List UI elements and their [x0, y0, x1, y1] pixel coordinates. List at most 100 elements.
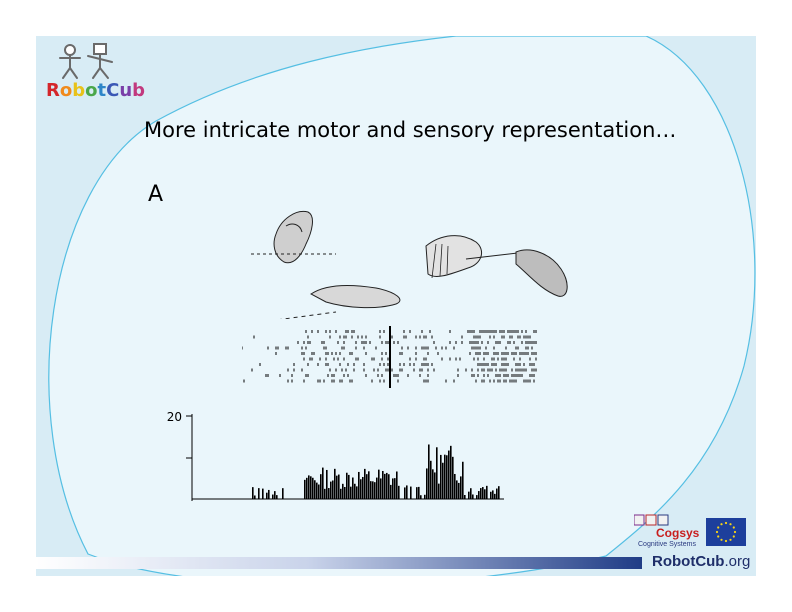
histogram-bar: [324, 488, 326, 499]
histogram-bar: [312, 477, 314, 499]
eu-flag-icon: [706, 518, 746, 546]
histogram-bar: [282, 488, 284, 499]
histogram-bar: [438, 483, 440, 499]
histogram-bar: [358, 471, 360, 499]
histogram-bar: [384, 473, 386, 499]
histogram-bar: [334, 468, 336, 499]
histogram-bar: [252, 487, 254, 499]
histogram-bar: [496, 488, 498, 499]
footer-brand-suffix: .org: [724, 553, 751, 570]
histogram-bar: [416, 487, 418, 499]
eu-star-icon: [732, 535, 735, 538]
histogram-bar: [386, 472, 388, 499]
histogram-bar: [440, 454, 442, 499]
histogram-bar: [454, 473, 456, 499]
panel-label: A: [148, 182, 164, 207]
histogram-bar: [468, 491, 470, 499]
eu-star-icon: [729, 523, 732, 526]
histogram-bar: [476, 495, 478, 499]
slide-title: More intricate motor and sensory represe…: [144, 118, 677, 142]
logo-letter: R: [46, 80, 60, 101]
histogram-bar: [276, 495, 278, 499]
footer-bar: [36, 557, 642, 569]
histogram-bar: [340, 488, 342, 499]
histogram-bar: [444, 454, 446, 499]
logo-letter: b: [72, 80, 86, 101]
histogram-bar: [366, 474, 368, 499]
histogram-bar: [430, 460, 432, 499]
histogram-bar: [316, 482, 318, 499]
histogram-bar: [406, 485, 408, 499]
histogram-bar: [272, 494, 274, 499]
histogram-bar: [338, 474, 340, 499]
histogram-bar: [478, 491, 480, 499]
eu-star-icon: [717, 535, 720, 538]
histogram-bar: [446, 455, 448, 499]
histogram-bar: [360, 479, 362, 499]
logo-letter: o: [59, 80, 73, 101]
eu-star-icon: [724, 539, 728, 543]
eu-star-icon: [720, 523, 723, 526]
histogram-bar: [258, 488, 260, 499]
eu-star-icon: [733, 530, 737, 534]
histogram-bar: [450, 445, 452, 499]
histogram-bar: [268, 489, 270, 499]
histogram-bar: [342, 483, 344, 499]
histogram-bar: [442, 462, 444, 499]
histogram-bar: [404, 487, 406, 499]
histogram-bar: [322, 467, 324, 499]
histogram-bar: [410, 486, 412, 499]
logo-letter: b: [132, 80, 146, 101]
eu-star-icon: [732, 526, 735, 529]
histogram-bar: [460, 476, 462, 499]
histogram-bar: [254, 495, 256, 499]
histogram-bar: [472, 494, 474, 499]
histogram-bar: [330, 481, 332, 499]
histogram-bar: [498, 486, 500, 499]
histogram-bar: [396, 471, 398, 499]
histogram-bar: [328, 488, 330, 499]
histogram-bar: [372, 481, 374, 499]
eu-star-icon: [715, 530, 719, 534]
histogram-bar: [464, 494, 466, 499]
histogram-bar: [424, 494, 426, 499]
histogram-bar: [452, 456, 454, 499]
histogram-bar: [436, 447, 438, 499]
histogram-bar: [274, 491, 276, 499]
robotcub-logo: RobotCub: [46, 80, 145, 101]
histogram-bar: [308, 475, 310, 499]
histogram-bar: [432, 469, 434, 499]
slide: RobotCub More intricate motor and sensor…: [36, 36, 756, 576]
histogram-bar: [470, 488, 472, 499]
cogsys-squares-icon: [634, 514, 669, 526]
histogram-bar: [448, 450, 450, 499]
histogram-bar: [392, 478, 394, 499]
cogsys-name: Cogsys: [656, 526, 700, 540]
histogram-bar: [486, 485, 488, 499]
cogsys-logo: Cogsys Cognitive Systems: [626, 514, 754, 554]
histogram-bar: [314, 480, 316, 499]
histogram-bar: [388, 474, 390, 499]
histogram-bar: [306, 477, 308, 499]
eu-star-icon: [729, 538, 732, 541]
histogram-bar: [354, 483, 356, 499]
histogram-bar: [368, 471, 370, 499]
histogram-bar: [420, 495, 422, 499]
histogram-bar: [494, 493, 496, 499]
histogram-bar: [304, 479, 306, 499]
histogram-bar: [458, 482, 460, 499]
histogram-bar: [356, 486, 358, 499]
histogram-bar: [352, 477, 354, 499]
histogram-bar: [344, 486, 346, 499]
histogram-bar: [374, 482, 376, 499]
histogram-bar: [262, 488, 264, 499]
histogram-bar: [364, 468, 366, 499]
histogram-bar: [434, 472, 436, 499]
histogram-bar: [462, 461, 464, 499]
histogram-bar: [332, 480, 334, 499]
eu-star-icon: [720, 538, 723, 541]
histogram-bar: [336, 475, 338, 499]
histogram-bar: [398, 485, 400, 499]
footer-brand: RobotCub.org: [652, 553, 750, 570]
logo-figures-icon: [59, 43, 113, 79]
